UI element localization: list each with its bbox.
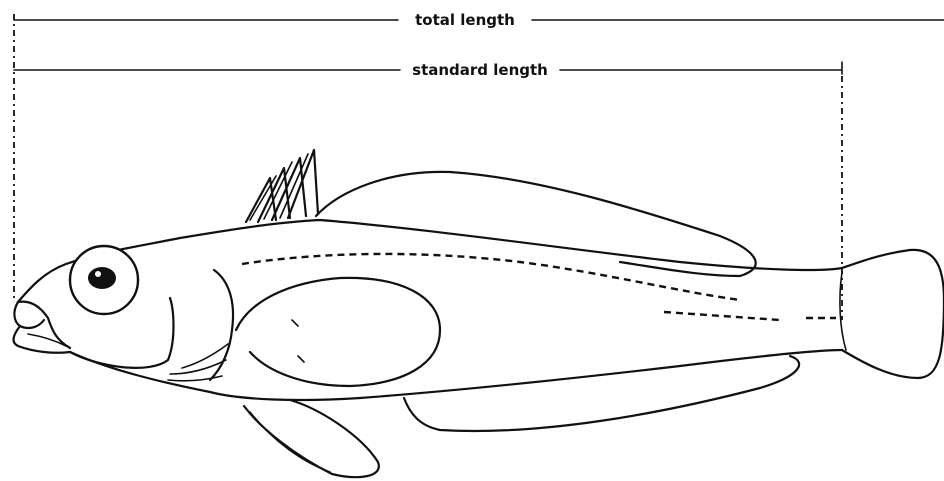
eye-icon — [70, 246, 138, 314]
fish-body — [18, 220, 944, 400]
total-length-label: total length — [415, 11, 515, 29]
pelvic-fin — [244, 400, 379, 477]
total-length-bracket — [14, 14, 944, 300]
soft-dorsal-fin — [316, 172, 756, 276]
standard-length-label: standard length — [412, 61, 548, 79]
anal-fin — [404, 356, 799, 431]
lateral-line — [242, 254, 836, 320]
spiny-dorsal-fin — [246, 150, 318, 222]
pectoral-fin — [236, 278, 440, 386]
